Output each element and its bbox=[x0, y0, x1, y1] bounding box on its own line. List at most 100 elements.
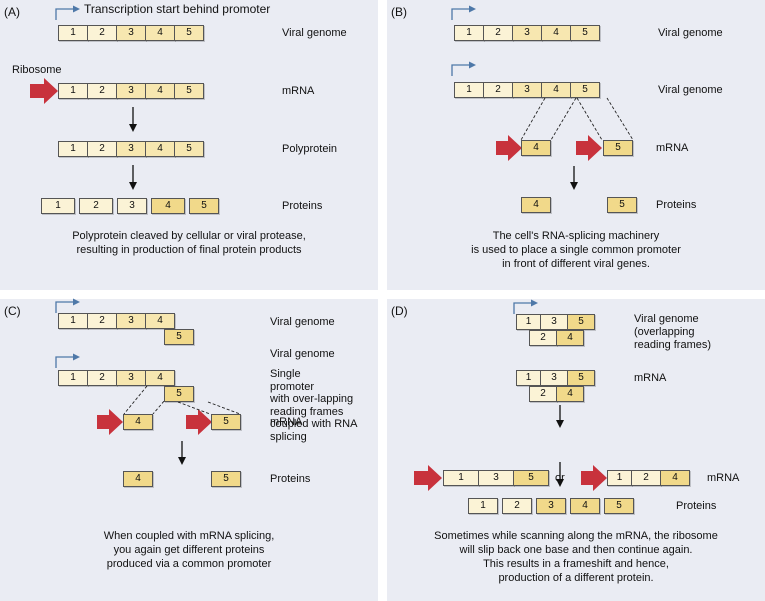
protein-4: 4 bbox=[521, 197, 551, 213]
segment-5: 5 bbox=[211, 414, 241, 430]
segment-5: 5 bbox=[174, 141, 204, 157]
protein-5: 5 bbox=[211, 471, 241, 487]
segment-4: 4 bbox=[556, 386, 584, 402]
segment-4: 4 bbox=[145, 25, 175, 41]
promoter-arrowhead-b1 bbox=[469, 5, 476, 13]
mrna-label-d1: mRNA bbox=[634, 372, 667, 384]
segment-4: 4 bbox=[521, 140, 551, 156]
protein-5-b: 5 bbox=[607, 197, 637, 213]
segment-5: 5 bbox=[570, 82, 600, 98]
spliced-5-c: 5 bbox=[211, 414, 241, 430]
segment-5: 5 bbox=[174, 25, 204, 41]
caption-line: production of a different protein. bbox=[498, 572, 654, 584]
mrna-frame-bottom-row: 2 4 bbox=[529, 386, 584, 402]
segment-5: 5 bbox=[567, 314, 595, 330]
protein-3: 3 bbox=[117, 198, 147, 214]
protein-4: 4 bbox=[123, 471, 153, 487]
panel-label-c: (C) bbox=[4, 304, 21, 318]
frame-top-row: 1 3 5 bbox=[516, 314, 595, 330]
caption-line: Sometimes while scanning along the mRNA,… bbox=[434, 530, 718, 542]
segment-5: 5 bbox=[174, 83, 204, 99]
overlap-line: Single bbox=[270, 368, 301, 380]
segment-1: 1 bbox=[58, 83, 88, 99]
genome-label-b2: Viral genome bbox=[658, 84, 723, 96]
segment-5: 5 bbox=[603, 140, 633, 156]
protein-2: 2 bbox=[502, 498, 532, 514]
promoter-arrow-b1 bbox=[451, 8, 471, 20]
frame-bottom-row: 2 4 bbox=[529, 330, 584, 346]
genome-label-c1: Viral genome bbox=[270, 316, 335, 328]
flow-arrowhead-b bbox=[570, 182, 578, 190]
protein-3: 3 bbox=[536, 498, 566, 514]
promoter-arrowheads bbox=[73, 5, 538, 361]
caption-line: is used to place a single common promote… bbox=[471, 244, 681, 256]
spliced-5-b: 5 bbox=[603, 140, 633, 156]
segment-1: 1 bbox=[58, 25, 88, 41]
segment-1: 1 bbox=[58, 141, 88, 157]
promoter-arrow-b2 bbox=[451, 64, 471, 76]
segment-2: 2 bbox=[631, 470, 661, 486]
caption-line: resulting in production of final protein… bbox=[76, 244, 302, 256]
segment-4: 4 bbox=[556, 330, 584, 346]
segment-5: 5 bbox=[567, 370, 595, 386]
splice-line-c3 bbox=[177, 401, 211, 415]
panel-c bbox=[0, 299, 378, 601]
splice-line-c4 bbox=[207, 401, 241, 415]
segment-1: 1 bbox=[454, 82, 484, 98]
genome-label-line: (overlapping bbox=[634, 326, 695, 338]
promoter-arrow-c1 bbox=[55, 301, 75, 313]
protein-1: 1 bbox=[41, 198, 75, 214]
mrna-row-a: 1 2 3 4 5 bbox=[58, 83, 204, 99]
segment-2: 2 bbox=[87, 83, 117, 99]
segment-4: 4 bbox=[145, 370, 175, 386]
caption-line: you again get different proteins bbox=[113, 544, 265, 556]
flow-arrowhead-a2 bbox=[129, 182, 137, 190]
segment-2: 2 bbox=[87, 141, 117, 157]
protein-5: 5 bbox=[189, 198, 219, 214]
splice-line-b1 bbox=[520, 97, 546, 141]
caption-b: The cell's RNA-splicing machinery is use… bbox=[391, 229, 761, 271]
ribosome-arrow-b1 bbox=[496, 135, 522, 161]
genome-label-a: Viral genome bbox=[282, 27, 347, 39]
segment-2: 2 bbox=[87, 313, 117, 329]
segment-4: 4 bbox=[123, 414, 153, 430]
genome-row-c2: 1 2 3 4 bbox=[58, 370, 175, 386]
proteins-row-a: 1 2 3 4 5 bbox=[41, 198, 219, 214]
panel-label-a: (A) bbox=[4, 5, 20, 19]
promoter-arrowhead-a bbox=[73, 5, 80, 13]
ribosome-arrows bbox=[30, 78, 607, 491]
segment-4: 4 bbox=[145, 83, 175, 99]
segment-2: 2 bbox=[87, 370, 117, 386]
proteins-label-b: Proteins bbox=[656, 199, 697, 211]
ribosome-arrow-a bbox=[30, 78, 58, 104]
ribosome-arrow-d2 bbox=[581, 465, 607, 491]
protein-4: 4 bbox=[151, 198, 185, 214]
segment-4: 4 bbox=[541, 25, 571, 41]
spliced-4-c: 4 bbox=[123, 414, 153, 430]
caption-line: This results in a frameshift and hence, bbox=[483, 558, 669, 570]
protein-4-c: 4 bbox=[123, 471, 153, 487]
protein-5: 5 bbox=[607, 197, 637, 213]
promoter-arrow-c2 bbox=[55, 356, 75, 368]
spliced-4-b: 4 bbox=[521, 140, 551, 156]
promoter-arrows bbox=[55, 8, 533, 368]
protein-1: 1 bbox=[468, 498, 498, 514]
promoter-arrowhead-d bbox=[531, 299, 538, 307]
protein-5-c: 5 bbox=[211, 471, 241, 487]
segment-3: 3 bbox=[512, 82, 542, 98]
segment-5: 5 bbox=[513, 470, 549, 486]
panel-d bbox=[387, 299, 765, 601]
genome-row-a: 1 2 3 4 5 bbox=[58, 25, 204, 41]
flow-arrowhead-d2 bbox=[556, 479, 564, 487]
segment-1: 1 bbox=[454, 25, 484, 41]
offset-row-c1: 5 bbox=[164, 329, 194, 345]
protein-4: 4 bbox=[570, 498, 600, 514]
polyprotein-label: Polyprotein bbox=[282, 143, 338, 155]
segment-3: 3 bbox=[540, 370, 568, 386]
genome-row-c1: 1 2 3 4 bbox=[58, 313, 175, 329]
promoter-arrowhead-b2 bbox=[469, 61, 476, 69]
caption-line: produced via a common promoter bbox=[106, 558, 272, 570]
caption-line: The cell's RNA-splicing machinery bbox=[492, 230, 660, 242]
flow-arrows bbox=[129, 107, 578, 487]
mrna-row-d-a: 1 3 5 bbox=[443, 470, 549, 486]
